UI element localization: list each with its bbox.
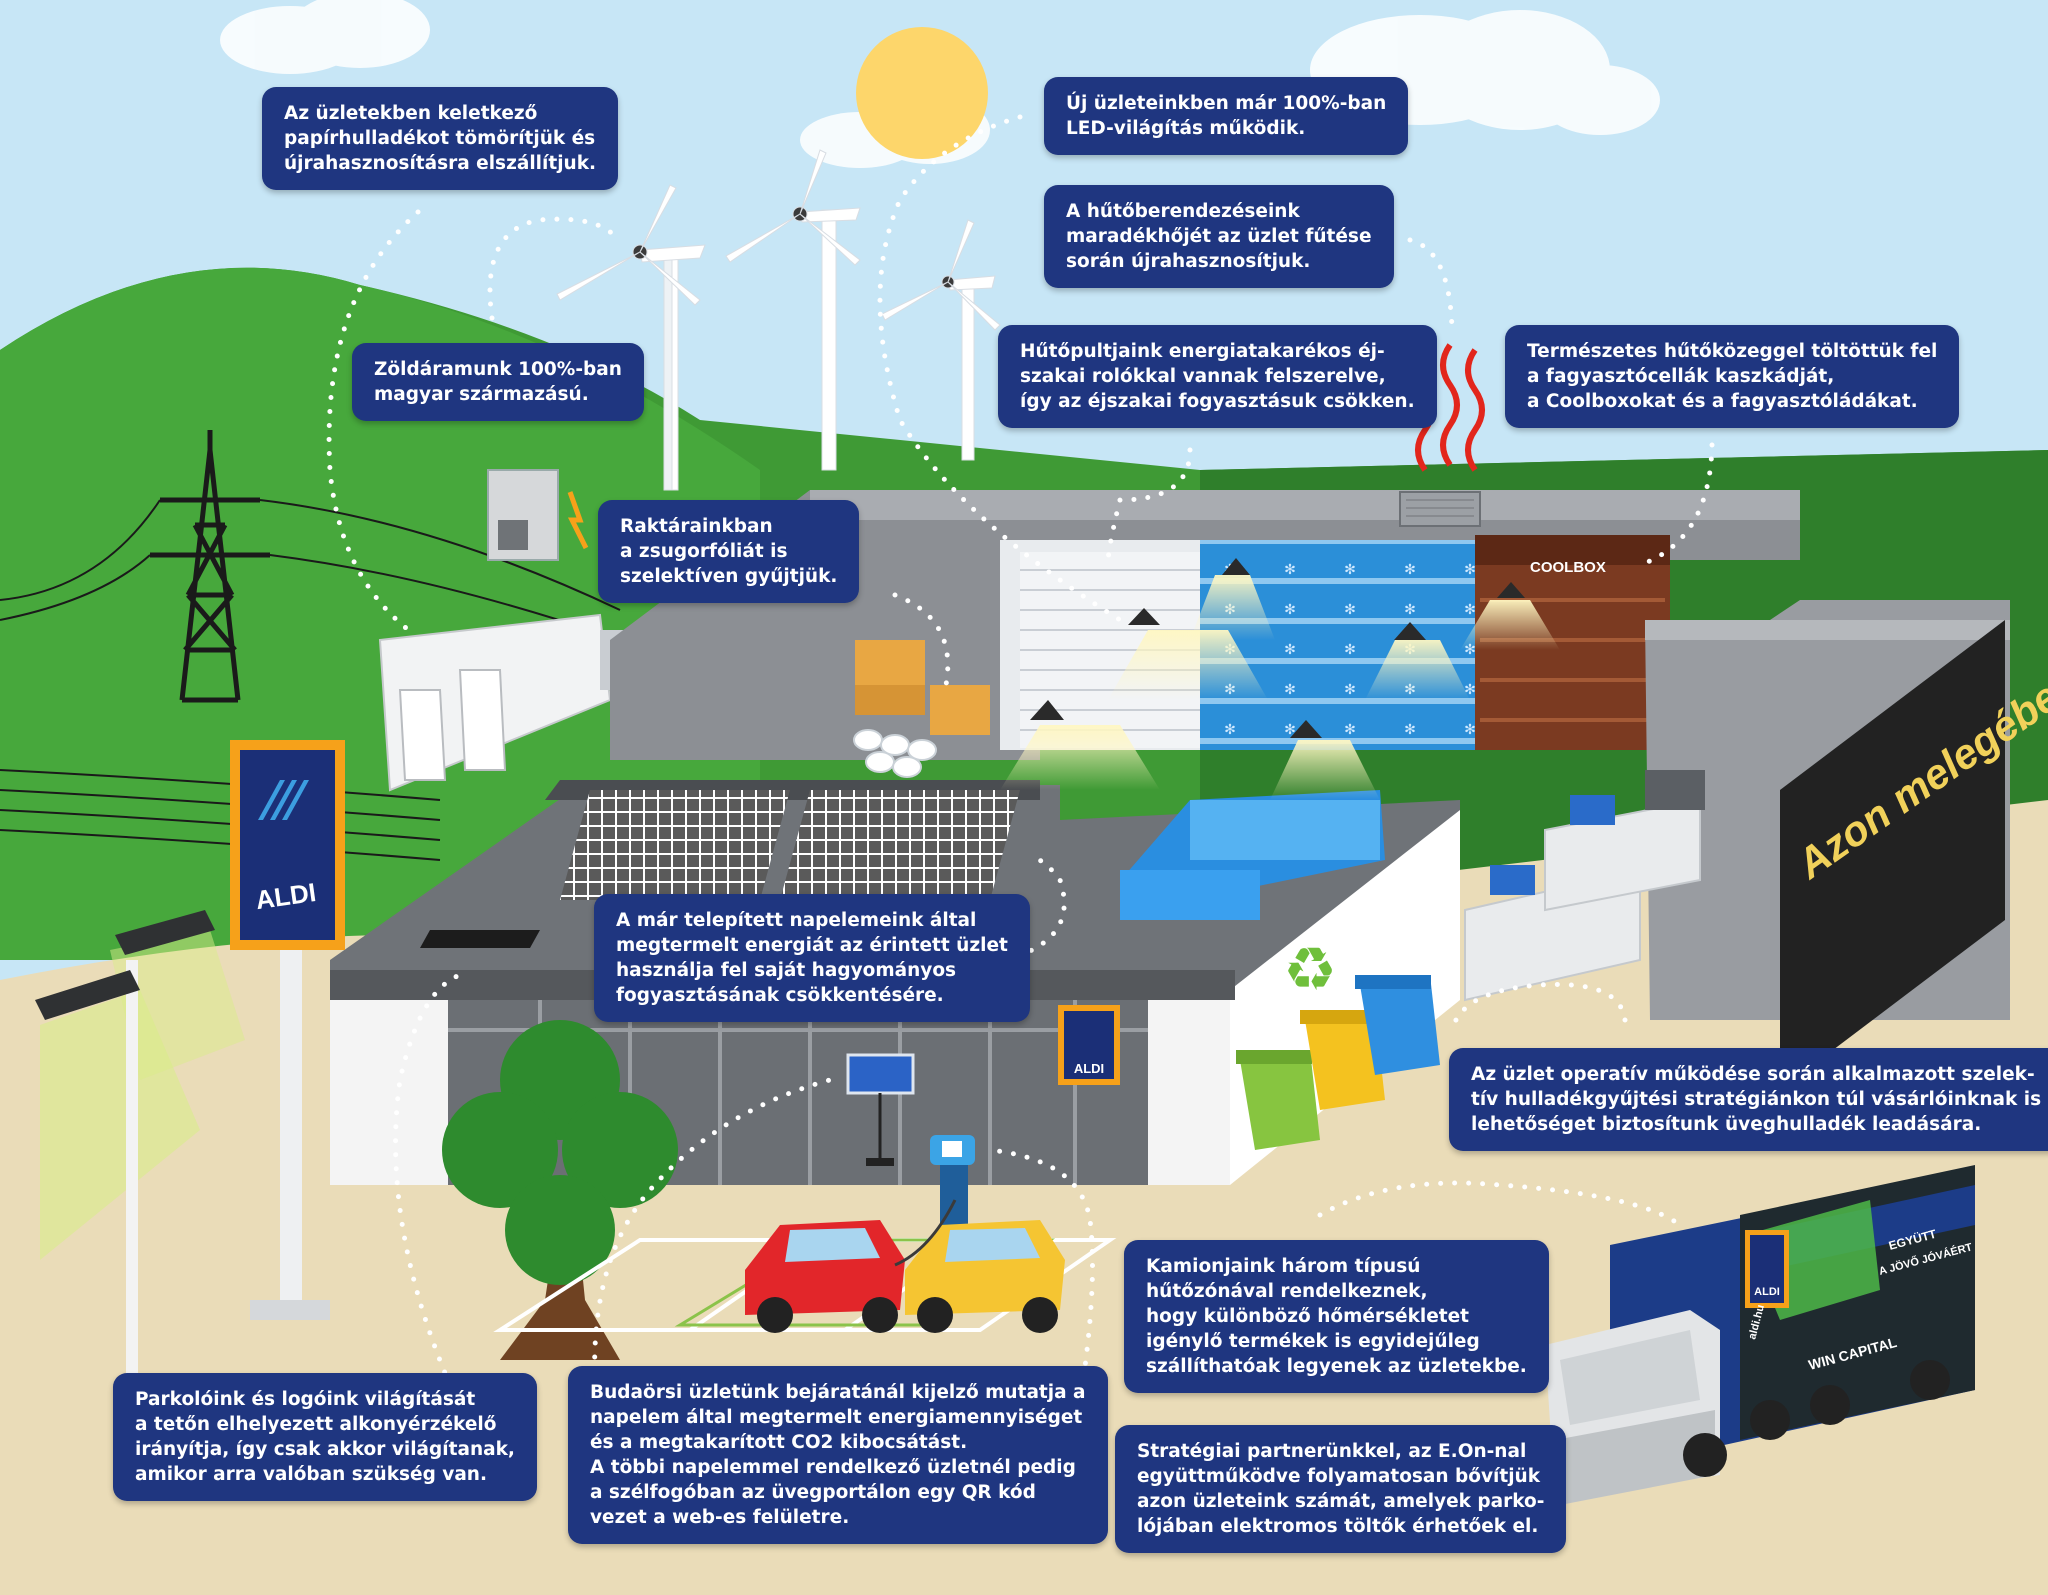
electric-cars <box>745 1199 1065 1333</box>
aldi-sign: ALDI <box>230 740 345 1320</box>
callout-eon-chargers: Stratégiai partnerünkkel, az E.On-nal eg… <box>1115 1425 1567 1553</box>
callout-green-power: Zöldáramunk 100%-ban magyar származású. <box>352 343 644 421</box>
wind-turbine-icon <box>556 149 1001 491</box>
callout-shrink-wrap: Raktárainkban a zsugorfóliát is szelektí… <box>598 500 860 603</box>
callout-solar-energy: A már telepített napelemeink által megte… <box>594 894 1030 1022</box>
solar-panel-icon <box>560 790 1020 900</box>
callout-heat-recovery: A hűtőberendezéseink maradékhőjét az üzl… <box>1044 185 1394 288</box>
svg-text:ALDI: ALDI <box>1074 1061 1104 1076</box>
checkout-counters <box>1464 770 1705 1002</box>
callout-night-blinds: Hűtőpultjaink energiatakarékos éj- szaka… <box>998 325 1437 428</box>
recycling-icon: ♻ <box>1283 936 1337 1003</box>
facade-logo: ALDI <box>1058 1005 1120 1085</box>
warehouse-boxes <box>853 640 990 778</box>
paper-compactor <box>378 469 640 792</box>
street-lamp-icon <box>35 910 245 1375</box>
callout-glass-waste: Az üzlet operatív működése során alkalma… <box>1449 1048 2048 1151</box>
callout-parking-lights: Parkolóink és logóink világítását a tető… <box>113 1373 537 1501</box>
callout-led: Új üzleteinkben már 100%-ban LED-világít… <box>1044 77 1409 155</box>
callout-paper-recycling: Az üzletekben keletkező papírhulladékot … <box>262 87 619 190</box>
power-pylon-icon <box>150 430 270 703</box>
ceiling-lamps <box>1000 558 1560 800</box>
delivery-truck: ALDI WIN CAPITAL EGYÜTT A JÖVŐ JÓVÁÉRT a… <box>1545 1165 1975 1505</box>
svg-text:ALDI: ALDI <box>1754 1286 1780 1298</box>
callout-natural-coolant: Természetes hűtőközeggel töltöttük fel a… <box>1505 325 1960 428</box>
freezer-chests <box>1120 790 1385 920</box>
sun-icon <box>856 27 988 159</box>
coolbox-label: COOLBOX <box>1530 559 1606 576</box>
callout-trucks: Kamionjaink három típusú hűtőzónával ren… <box>1124 1240 1549 1393</box>
recycling-bin-icon <box>1236 975 1440 1150</box>
tree-icon <box>442 1020 678 1360</box>
ev-charger-icon <box>930 1135 975 1230</box>
callout-budaors-display: Budaörsi üzletünk bejáratánál kijelző mu… <box>568 1366 1108 1544</box>
